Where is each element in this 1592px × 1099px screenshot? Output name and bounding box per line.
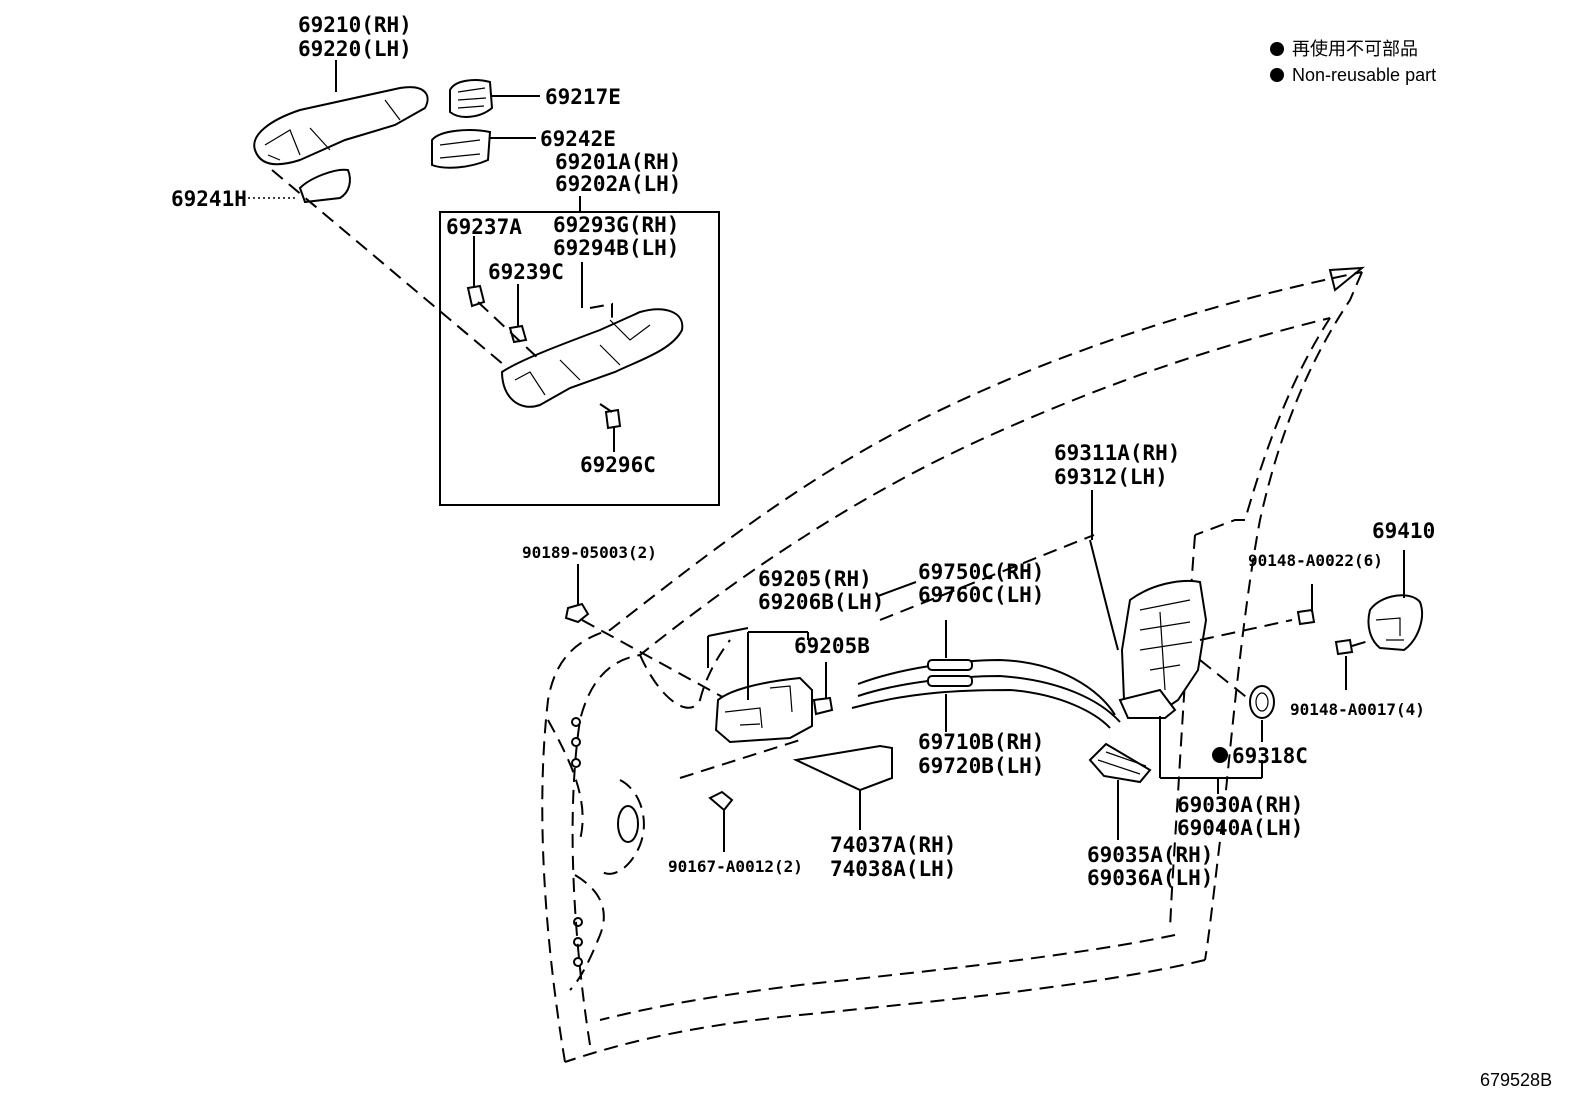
label-69205: 69205(RH) [758,567,872,591]
label-69206B: 69206B(LH) [758,590,884,614]
label-69217E: 69217E [545,85,621,109]
clip-90189-part [564,602,590,624]
label-69293G: 69293G(RH) [553,213,679,237]
clip-part [466,284,486,308]
inside-handle-part [714,676,813,744]
rear-gasket-part [298,168,351,204]
label-90167: 90167-A0012(2) [668,857,803,876]
bolt-part [604,408,622,430]
frame-part [500,308,684,408]
label-69410: 69410 [1372,519,1435,543]
label-69030A: 69030A(RH) [1177,793,1303,817]
button-part [812,696,834,716]
label-69710B: 69710B(RH) [918,730,1044,754]
label-69239C: 69239C [488,260,564,284]
label-69311A: 69311A(RH) [1054,441,1180,465]
leaders-top-left [248,60,581,371]
legend: 再使用不可部品 Non-reusable part [1270,39,1436,85]
legend-dot-en [1270,68,1284,82]
outer-handle-parts [253,79,494,204]
inset-box [439,211,720,506]
label-90148-17: 90148-A0017(4) [1290,700,1425,719]
seal-69318-part [1249,685,1275,719]
cables [851,534,1121,732]
lock-base-part [1118,688,1177,719]
legend-en-text: Non-reusable part [1292,65,1436,85]
label-69312: 69312(LH) [1054,465,1168,489]
non-reusable-dot-69318C [1212,747,1228,763]
part-labels: 69210(RH) 69220(LH) 69217E 69242E 69201A… [171,13,1552,1090]
label-69242E: 69242E [540,127,616,151]
label-90189: 90189-05003(2) [522,543,657,562]
label-69760C: 69760C(LH) [918,583,1044,607]
label-69201A: 69201A(RH) [555,150,681,174]
striker-part [1367,594,1423,652]
outside-handle-part [253,86,429,166]
screw-90148-part [1296,608,1316,626]
legend-dot-jp [1270,42,1284,56]
label-69202A: 69202A(LH) [555,172,681,196]
label-69720B: 69720B(LH) [918,754,1044,778]
label-74037A: 74037A(RH) [830,833,956,857]
diagram-id: 679528B [1480,1070,1552,1090]
label-69241H: 69241H [171,187,247,211]
door-outline [541,266,1366,1063]
inside-handle-parts [564,564,917,852]
legend-jp-text: 再使用不可部品 [1292,39,1418,59]
label-69294B: 69294B(LH) [553,236,679,260]
label-69220: 69220(LH) [298,37,412,61]
handle-pad-part [431,129,492,169]
cover-69035-part [1088,742,1152,784]
label-69040A: 69040A(LH) [1177,816,1303,840]
label-69237A: 69237A [446,215,522,239]
label-69296C: 69296C [580,453,656,477]
label-90148-22: 90148-A0022(6) [1248,551,1383,570]
label-69750C: 69750C(RH) [918,560,1044,584]
label-74038A: 74038A(LH) [830,857,956,881]
label-69205B: 69205B [794,634,870,658]
screw-part [708,790,734,812]
screw-17-part [1334,638,1354,656]
label-69035A: 69035A(RH) [1087,843,1213,867]
lock-parts [1088,490,1423,840]
label-69036A: 69036A(LH) [1087,866,1213,890]
label-69318C: 69318C [1232,744,1308,768]
pad-part [508,324,528,344]
label-69210: 69210(RH) [298,13,412,37]
pad-74037-part [792,744,893,792]
